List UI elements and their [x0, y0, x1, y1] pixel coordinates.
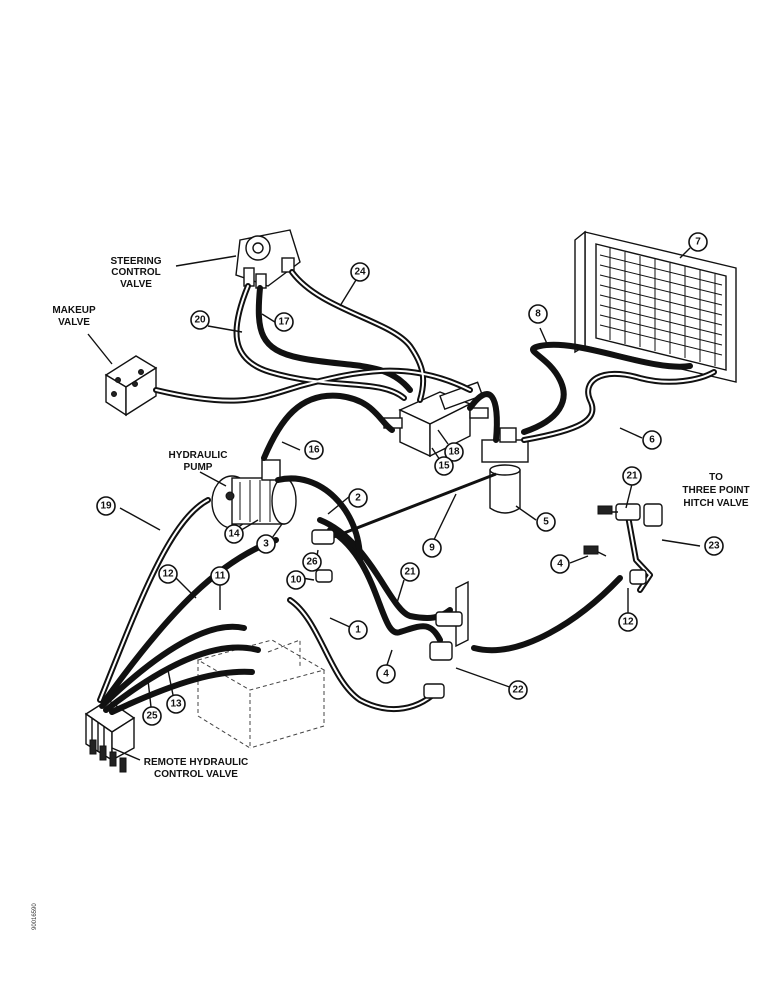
- svg-text:16: 16: [308, 445, 320, 456]
- svg-text:2: 2: [355, 493, 361, 504]
- steering-valve-label-line1: STEERING: [110, 256, 161, 267]
- callout-21-top: 21: [622, 466, 642, 486]
- callout-21-mid: 21: [400, 562, 420, 582]
- callout-11: 11: [210, 566, 230, 586]
- svg-text:10: 10: [290, 575, 302, 586]
- hitch-label-line1: TO: [709, 472, 723, 483]
- callout-7: 7: [688, 232, 708, 252]
- svg-text:9: 9: [429, 543, 435, 554]
- hydraulic-pump: [211, 459, 297, 529]
- callouts: 7 24 8 20 17 6 16 18 15 21 2 19 14 5 3 2…: [96, 232, 724, 726]
- svg-text:26: 26: [306, 557, 318, 568]
- remote-valve-label-line1: REMOTE HYDRAULIC: [144, 757, 248, 768]
- callout-15: 15: [434, 456, 454, 476]
- svg-text:1: 1: [355, 625, 361, 636]
- hydraulic-filter: [481, 427, 529, 514]
- svg-text:22: 22: [512, 685, 524, 696]
- svg-text:5: 5: [543, 517, 549, 528]
- callout-17: 17: [274, 312, 294, 332]
- svg-text:25: 25: [146, 711, 158, 722]
- svg-text:21: 21: [404, 567, 416, 578]
- svg-text:17: 17: [278, 317, 290, 328]
- callout-18: 18: [444, 442, 464, 462]
- svg-text:15: 15: [438, 461, 450, 472]
- figure-reference-code: 90016590: [32, 903, 38, 930]
- makeup-valve-label-line1: MAKEUP: [52, 305, 96, 316]
- callout-26: 26: [302, 552, 322, 572]
- callout-10: 10: [286, 570, 306, 590]
- svg-text:18: 18: [448, 447, 460, 458]
- svg-text:4: 4: [383, 669, 389, 680]
- svg-text:21: 21: [626, 471, 638, 482]
- callout-4-mid: 4: [376, 664, 396, 684]
- svg-text:11: 11: [215, 571, 226, 582]
- callout-16: 16: [304, 440, 324, 460]
- callout-12-right: 12: [618, 612, 638, 632]
- callout-9: 9: [422, 538, 442, 558]
- pump-label-line2: PUMP: [184, 462, 213, 473]
- hitch-label-line3: HITCH VALVE: [683, 498, 749, 509]
- callout-8: 8: [528, 304, 548, 324]
- makeup-valve: [104, 355, 158, 417]
- callout-6: 6: [642, 430, 662, 450]
- steering-valve-label-line2: CONTROL: [111, 267, 160, 278]
- steering-control-valve: [235, 229, 301, 289]
- hose-highlights: [99, 271, 715, 711]
- svg-text:3: 3: [263, 539, 269, 550]
- callout-4-right: 4: [550, 554, 570, 574]
- hitch-valve-fittings: [583, 503, 663, 593]
- callout-14: 14: [224, 524, 244, 544]
- svg-text:7: 7: [695, 237, 701, 248]
- pump-label-line1: HYDRAULIC: [169, 450, 228, 461]
- svg-text:12: 12: [162, 569, 174, 580]
- steering-valve-label-line3: VALVE: [120, 279, 152, 290]
- svg-text:8: 8: [535, 309, 541, 320]
- callout-24: 24: [350, 262, 370, 282]
- callout-13: 13: [166, 694, 186, 714]
- hydraulic-tank: [196, 639, 326, 749]
- callout-22: 22: [508, 680, 528, 700]
- component-labels: STEERING CONTROL VALVE MAKEUP VALVE HYDR…: [52, 256, 749, 780]
- bracket-fittings: [311, 529, 469, 699]
- svg-text:6: 6: [649, 435, 655, 446]
- svg-text:19: 19: [100, 501, 112, 512]
- svg-text:14: 14: [228, 529, 240, 540]
- remote-valve-label-line2: CONTROL VALVE: [154, 769, 238, 780]
- callout-1: 1: [348, 620, 368, 640]
- hitch-label-line2: THREE POINT: [682, 485, 749, 496]
- oil-cooler: [574, 230, 737, 383]
- svg-text:13: 13: [170, 699, 182, 710]
- callout-19: 19: [96, 496, 116, 516]
- callout-3: 3: [256, 534, 276, 554]
- makeup-valve-label-line2: VALVE: [58, 317, 90, 328]
- svg-text:23: 23: [708, 541, 720, 552]
- callout-12-top: 12: [158, 564, 178, 584]
- callout-2: 2: [348, 488, 368, 508]
- callout-23: 23: [704, 536, 724, 556]
- remote-hydraulic-control-valve: [84, 699, 136, 773]
- svg-text:4: 4: [557, 559, 563, 570]
- callout-25: 25: [142, 706, 162, 726]
- callout-20: 20: [190, 310, 210, 330]
- svg-text:12: 12: [622, 617, 634, 628]
- callout-5: 5: [536, 512, 556, 532]
- svg-text:24: 24: [354, 267, 366, 278]
- svg-text:20: 20: [194, 315, 206, 326]
